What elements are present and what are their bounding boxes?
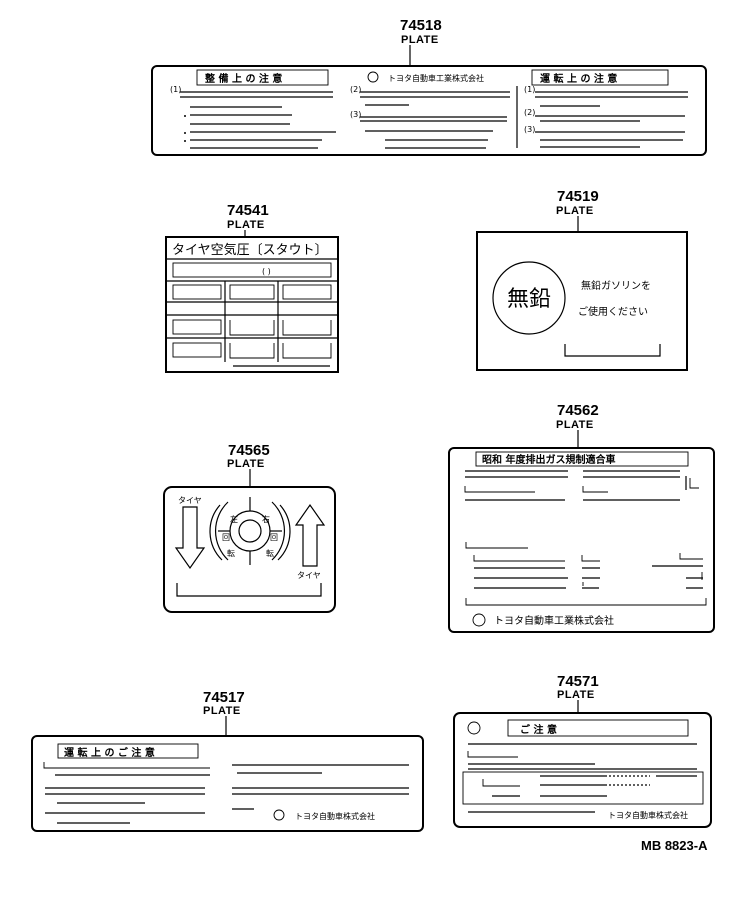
part-number-74565: 74565 [228, 442, 270, 459]
plate-74519 [476, 231, 688, 371]
plate-74518 [151, 65, 707, 156]
mark-2-center: (2) [350, 85, 361, 94]
header-box [507, 719, 689, 737]
company-text: トヨタ自動車株式会社 [608, 810, 688, 820]
pressure-field [172, 262, 332, 278]
part-74571: 74571 PLATE ご 注 意 トヨタ自動車株式会社 [453, 673, 712, 828]
part-number-74571: 74571 [557, 673, 599, 690]
rotation-arc-left-outer [209, 504, 223, 561]
field-bracket [564, 344, 661, 357]
tire-top-text: タイヤ [178, 496, 202, 505]
mark-1-right: (1) [524, 85, 535, 94]
rotation-arc-right-outer [277, 504, 291, 561]
kai-right-text: 回 [270, 533, 278, 542]
diagram-code: MB 8823-A [641, 838, 708, 853]
rotation-arc-left [215, 501, 229, 561]
part-number-74519: 74519 [557, 188, 599, 205]
ten-left-text: 転 [227, 549, 235, 558]
seal-text: 無鉛 [507, 287, 551, 312]
text-lines-right [535, 91, 688, 148]
right-turn-text: 右 [262, 514, 270, 524]
header-box-right [531, 69, 669, 86]
text-lines-left [180, 91, 336, 149]
header-box [57, 743, 199, 759]
rotation-arc-right [271, 501, 285, 561]
header-right-text: 運 転 上 の 注 意 [540, 72, 617, 85]
mark-3-center: (3) [350, 110, 361, 119]
line-1-text: 無鉛ガソリンを [581, 279, 651, 292]
plate-74562 [448, 447, 715, 633]
toyota-logo-icon [367, 71, 379, 83]
text-lines [43, 762, 409, 824]
part-74518: 74518 PLATE 整 備 上 の 注 意 トヨタ自動車工業株式会社 運 転… [151, 17, 707, 156]
header-left-text: 整 備 上 の 注 意 [204, 72, 282, 85]
header-text: 昭和 年度排出ガス規制適合車 [482, 453, 615, 466]
company-text: トヨタ自動車株式会社 [295, 811, 375, 821]
part-74519: 74519 PLATE 無鉛 無鉛ガソリンを ご使用ください [476, 188, 688, 371]
part-74541: 74541 PLATE タイヤ空気圧〔スタウト〕 ( ) [165, 202, 339, 373]
text-lines-center [360, 91, 510, 149]
plate-74517 [31, 735, 424, 832]
mark-2-right: (2) [524, 108, 535, 117]
plate-74565 [163, 486, 336, 613]
header-box [475, 451, 689, 467]
part-name-74562: PLATE [556, 419, 594, 431]
arrow-up-icon [294, 503, 326, 567]
part-name-74571: PLATE [557, 689, 595, 701]
mark-1-left: (1) [170, 85, 181, 94]
field-bracket [176, 583, 322, 597]
plate-title-74541: タイヤ空気圧〔スタウト〕 [172, 242, 328, 258]
kai-left-text: 回 [222, 533, 230, 542]
part-name-74519: PLATE [556, 205, 594, 217]
company-text: トヨタ自動車工業株式会社 [494, 614, 614, 627]
mark-3-right: (3) [524, 125, 535, 134]
tire-bottom-text: タイヤ [297, 571, 321, 580]
text-lines [464, 470, 707, 606]
part-74562: 74562 PLATE 昭和 年度排出ガス規制適合車 [448, 402, 715, 633]
pressure-grid [166, 281, 338, 367]
plate-74541 [165, 236, 339, 373]
toyota-logo-icon [472, 613, 486, 627]
company-text: トヨタ自動車工業株式会社 [388, 73, 484, 83]
part-74565: 74565 PLATE タイヤ タイヤ 左 右 回 回 転 転 [163, 442, 336, 613]
left-turn-text: 左 [230, 514, 238, 524]
part-name-74518: PLATE [401, 34, 439, 46]
ten-right-text: 転 [266, 549, 274, 558]
toyota-logo-icon [467, 721, 481, 735]
part-number-74518: 74518 [400, 17, 442, 34]
paren-text: ( ) [262, 267, 271, 276]
header-text: 運 転 上 の ご 注 意 [64, 746, 155, 759]
line-2-text: ご使用ください [578, 305, 648, 318]
part-name-74565: PLATE [227, 458, 265, 470]
arrow-down-icon [174, 506, 206, 570]
part-name-74541: PLATE [227, 219, 265, 231]
part-number-74541: 74541 [227, 202, 269, 219]
unleaded-seal [492, 261, 566, 335]
part-number-74517: 74517 [203, 689, 245, 706]
header-box-left [196, 69, 329, 86]
text-lines [462, 743, 704, 813]
dial-inner [238, 519, 262, 543]
part-number-74562: 74562 [557, 402, 599, 419]
toyota-logo-icon [273, 809, 285, 821]
plate-74571 [453, 712, 712, 828]
part-74517: 74517 PLATE 運 転 上 の ご 注 意 トヨタ自動車株式会社 [31, 689, 424, 832]
header-text: ご 注 意 [520, 723, 557, 736]
part-name-74517: PLATE [203, 705, 241, 717]
